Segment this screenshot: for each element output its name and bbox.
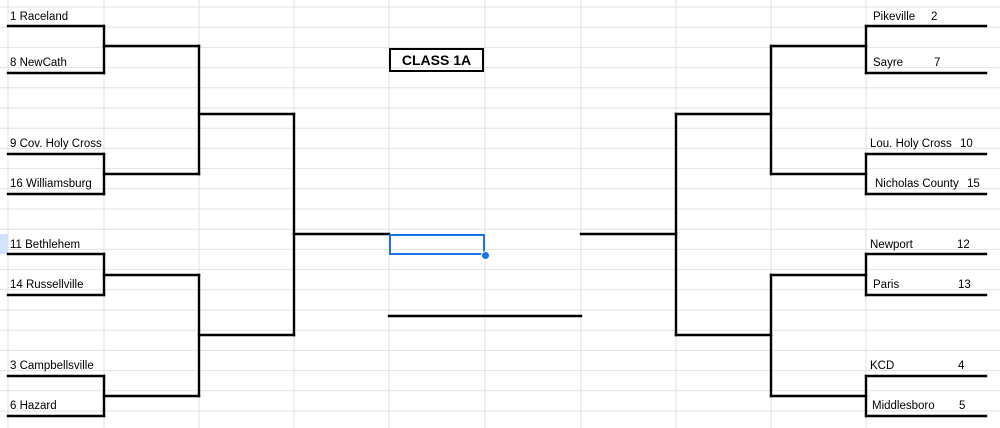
right-team-6-name[interactable]: Paris	[873, 279, 900, 291]
right-team-4-seed[interactable]: 15	[967, 178, 980, 190]
right-team-7-seed[interactable]: 4	[958, 360, 965, 372]
left-team-5[interactable]: 11 Bethlehem	[10, 239, 81, 251]
right-team-2-name[interactable]: Sayre	[873, 57, 904, 69]
bracket-title[interactable]: CLASS 1A	[389, 48, 484, 72]
left-team-2[interactable]: 8 NewCath	[10, 57, 67, 69]
left-team-3[interactable]: 9 Cov. Holy Cross	[10, 138, 102, 150]
right-team-7-name[interactable]: KCD	[870, 360, 895, 372]
left-team-7[interactable]: 3 Campbellsville	[10, 360, 94, 372]
right-team-8-name[interactable]: Middlesboro	[872, 400, 935, 412]
selected-cell[interactable]	[389, 234, 485, 255]
right-team-3-seed[interactable]: 10	[960, 138, 973, 150]
left-team-4[interactable]: 16 Williamsburg	[10, 178, 92, 190]
fill-handle[interactable]	[481, 251, 490, 260]
left-team-6[interactable]: 14 Russellville	[10, 279, 84, 291]
right-team-3-name[interactable]: Lou. Holy Cross	[870, 138, 952, 150]
left-team-8[interactable]: 6 Hazard	[10, 400, 57, 412]
right-team-4-name[interactable]: Nicholas County	[875, 178, 959, 190]
left-team-1[interactable]: 1 Raceland	[10, 11, 69, 23]
right-team-1-name[interactable]: Pikeville	[873, 11, 916, 23]
right-team-5-seed[interactable]: 12	[957, 239, 970, 251]
right-team-6-seed[interactable]: 13	[958, 279, 971, 291]
right-team-1-seed[interactable]: 2	[931, 11, 938, 23]
row-highlight	[0, 234, 8, 254]
right-team-5-name[interactable]: Newport	[870, 239, 913, 251]
right-team-2-seed[interactable]: 7	[934, 57, 941, 69]
right-team-8-seed[interactable]: 5	[959, 400, 966, 412]
